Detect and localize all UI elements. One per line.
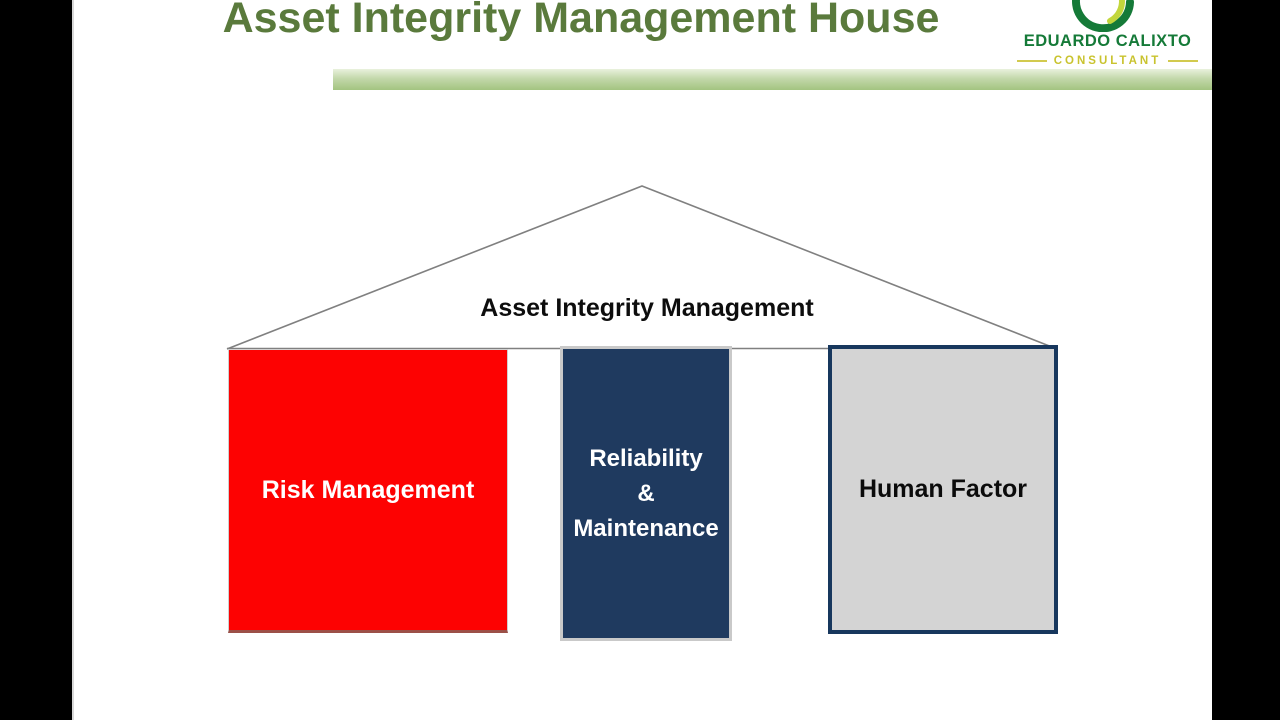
slide-title: Asset Integrity Management House	[222, 0, 940, 42]
letterbox-right	[1212, 0, 1280, 720]
logo-name: EDUARDO CALIXTO	[1023, 32, 1192, 50]
title-underline-bar	[333, 69, 1212, 90]
circle-swoosh-icon	[1072, 0, 1134, 32]
logo-rule-left	[1016, 60, 1047, 62]
pillar-human-factor: Human Factor	[828, 345, 1058, 634]
pillar-risk-management: Risk Management	[228, 349, 508, 633]
pillar-reliability-maintenance: Reliability & Maintenance	[560, 346, 732, 641]
pillar-reliability-line-2: &	[637, 480, 655, 507]
consultant-logo: EDUARDO CALIXTO CONSULTANT	[1005, 0, 1210, 70]
logo-subtitle-row: CONSULTANT	[1005, 55, 1210, 67]
pillar-reliability-line-3: Maintenance	[573, 515, 719, 542]
logo-subtitle: CONSULTANT	[1053, 55, 1162, 67]
pillar-human-factor-label: Human Factor	[858, 475, 1028, 503]
logo-rule-right	[1168, 60, 1199, 62]
letterbox-left	[0, 0, 74, 720]
pillar-risk-management-label: Risk Management	[261, 475, 475, 504]
pillar-reliability-line-1: Reliability	[589, 445, 703, 472]
roof-label: Asset Integrity Management	[480, 294, 814, 322]
